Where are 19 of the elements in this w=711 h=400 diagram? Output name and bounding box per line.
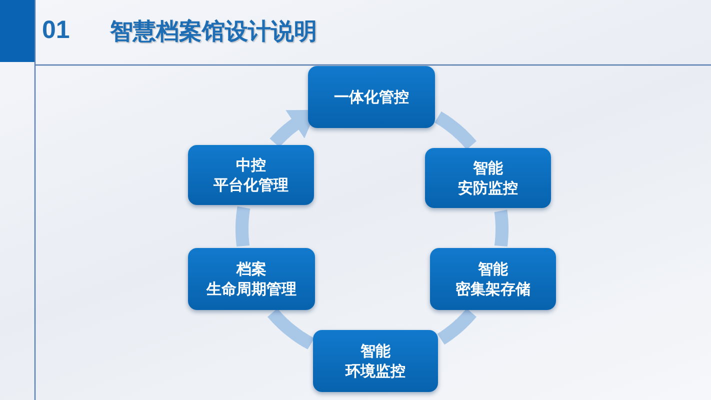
step-text: 环境监控	[346, 361, 406, 382]
step-box	[188, 248, 315, 310]
step-text: 平台化管理	[214, 175, 288, 196]
step-text: 智能	[473, 158, 503, 178]
slide-title: 智慧档案馆设计说明	[110, 18, 317, 47]
step-text: 一体化管控	[334, 86, 409, 108]
step-box	[313, 330, 438, 392]
step-box	[425, 148, 551, 208]
step-text: 生命周期管理	[206, 279, 296, 300]
step-text: 中控	[236, 154, 266, 175]
step-text: 档案	[236, 258, 266, 279]
step-text: 智能	[360, 340, 390, 361]
section-number: 01	[42, 16, 70, 45]
step-box	[188, 145, 314, 205]
step-box	[430, 248, 556, 310]
step-text: 安防监控	[458, 178, 518, 198]
step-box	[308, 66, 435, 128]
step-text: 智能	[478, 258, 508, 279]
step-text: 密集架存储	[456, 279, 530, 300]
